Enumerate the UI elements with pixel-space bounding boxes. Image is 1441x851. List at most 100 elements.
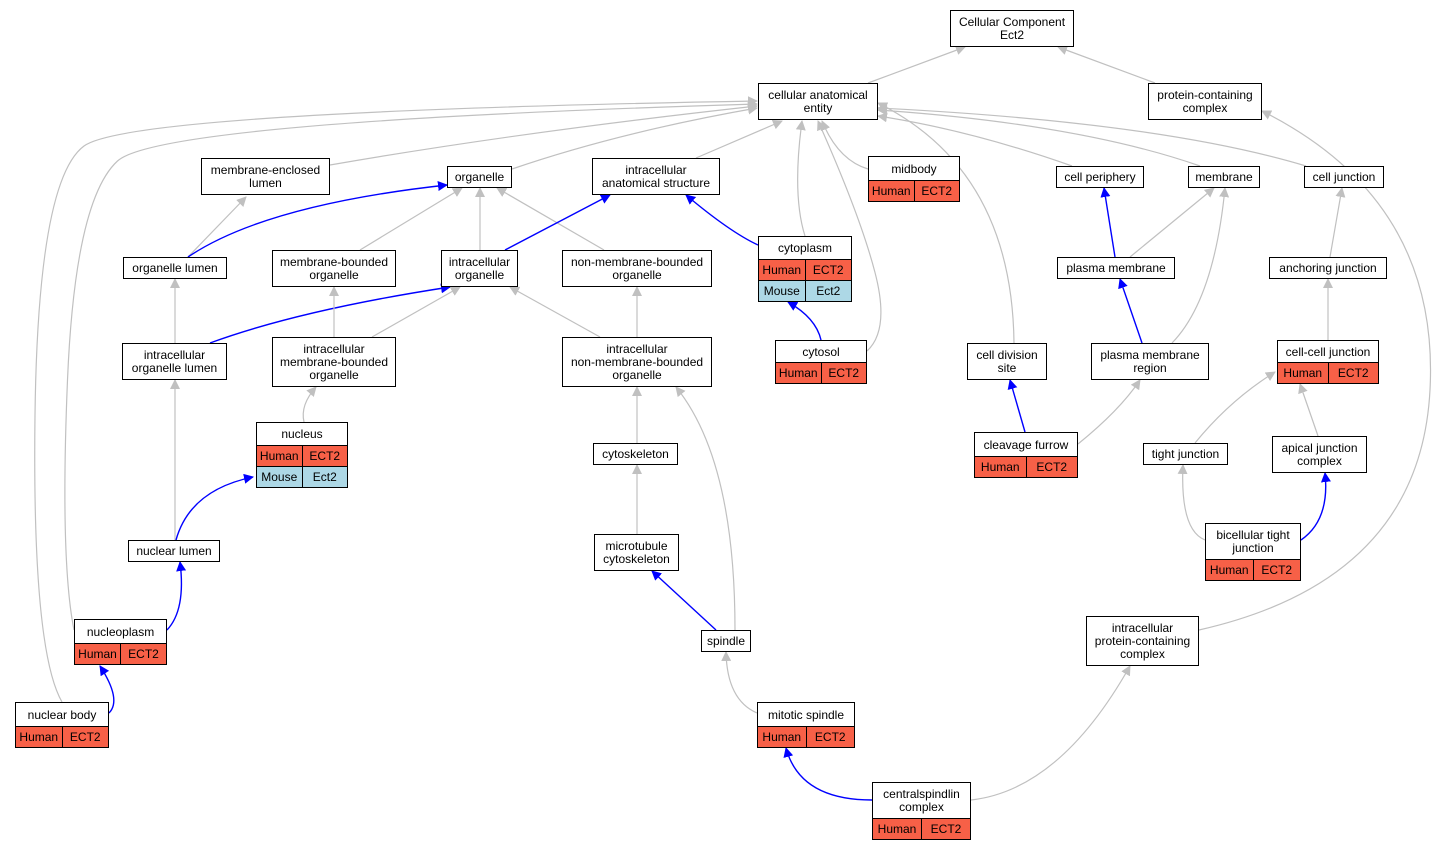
species-label: Human [980,460,1020,474]
go-term-node-orglumen[interactable]: organelle lumen [123,257,227,279]
edge-inmbo-to-io-is-a [509,286,601,338]
term-label-line: plasma membrane [1100,348,1200,362]
term-label: cell-cell junction [1278,341,1378,362]
term-label-line: non-membrane-bounded [570,255,704,269]
edge-orglumen-to-mel-is-a [187,196,247,258]
term-label: nuclear lumen [129,541,219,561]
term-label-line: centralspindlin [883,787,960,801]
edge-btj-to-tj-is-a [1177,464,1206,541]
term-label: nucleoplasm [75,620,166,643]
term-label-line: complex [1182,101,1228,115]
term-label-line: nucleoplasm [86,624,155,639]
go-term-node-aj[interactable]: anchoring junction [1269,257,1387,279]
edge-cytoplasm-to-ias-part-of [685,194,759,246]
term-label-line: organelle [309,368,359,382]
edge-io-to-ias-part-of [504,194,611,251]
species-label: Human [762,263,802,277]
term-label-line: Cellular Component [958,15,1066,29]
edge-nmbo-to-organelle-is-a [496,187,605,251]
term-label-line: intracellular [143,348,206,362]
edge-pm-to-membrane-is-a [1129,187,1215,258]
go-term-node-membrane[interactable]: membrane [1188,166,1260,188]
edge-organelle-to-cae-is-a [511,104,758,170]
edge-cellperiph-to-cae-is-a [877,112,1073,167]
term-label-line: cell periphery [1064,170,1136,184]
edge-np-to-nl-part-of [166,561,187,631]
go-term-node-pm[interactable]: plasma membrane [1057,257,1175,279]
term-label-line: complex [899,800,944,814]
go-term-node-spindle[interactable]: spindle [701,630,751,652]
go-term-node-organelle[interactable]: organelle [447,166,512,188]
edge-mel-to-cae-is-a [329,102,758,166]
term-label-line: site [997,361,1017,375]
go-term-node-cytoskeleton[interactable]: cytoskeleton [593,443,678,465]
term-label-line: Ect2 [999,28,1024,42]
term-label-line: anatomical structure [601,176,711,190]
go-term-node-tj[interactable]: tight junction [1143,443,1228,465]
term-label: cell periphery [1057,167,1143,187]
term-label-line: intracellular [448,255,511,269]
go-term-node-nl[interactable]: nuclear lumen [128,540,220,562]
term-label-line: cleavage furrow [983,437,1069,452]
term-label-line: organelle [454,268,505,282]
term-label: tight junction [1144,444,1227,464]
edge-mbo-to-organelle-is-a [359,187,463,251]
edge-cytosol-to-cae-is-a [817,120,882,352]
edge-cytoplasm-to-cae-is-a [795,120,806,237]
term-label-line: midbody [891,161,937,176]
term-label-line: plasma membrane [1066,261,1166,275]
term-label-line: organelle lumen [131,361,218,375]
term-label: nuclear body [16,703,108,726]
term-label: organelle [448,167,511,187]
gene-label: ECT2 [913,181,960,201]
go-term-node-cellperiph[interactable]: cell periphery [1056,166,1144,188]
go-term-node-celljunction[interactable]: cell junction [1304,166,1384,188]
gene-label: ECT2 [120,644,166,664]
term-label-line: complex [1297,454,1342,468]
term-label-line: region [1133,361,1167,375]
edge-pmr-to-pm-part-of [1118,278,1143,344]
term-label-line: anchoring junction [1279,261,1377,275]
term-label: cytoskeleton [594,444,677,464]
term-label-line: membrane-bounded [279,355,389,369]
gene-label: ECT2 [804,260,852,280]
gene-label: ECT2 [820,363,867,383]
